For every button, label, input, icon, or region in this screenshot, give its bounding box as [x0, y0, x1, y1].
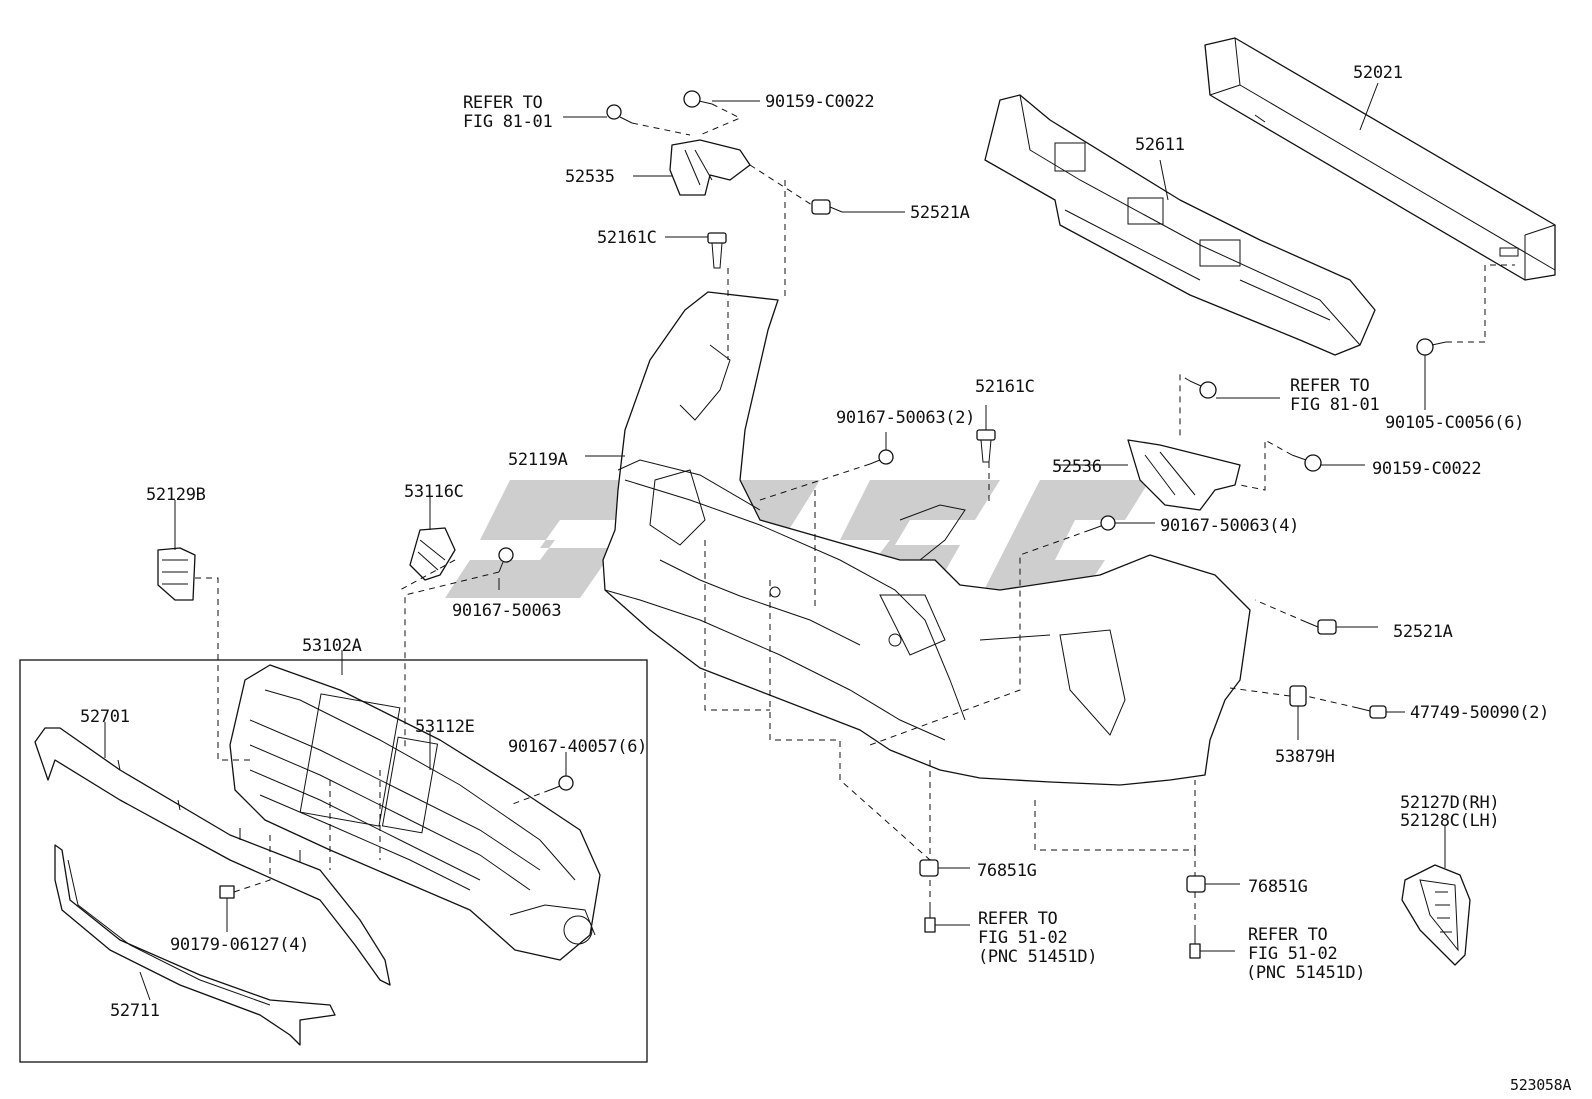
label-90105-c0056: 90105-C0056(6) [1385, 413, 1524, 433]
label-52128c: 52128C(LH) [1400, 811, 1499, 831]
label-52127d: 52127D(RH) [1400, 793, 1499, 813]
label-52701: 52701 [80, 707, 130, 727]
bumper-cover-52119A [602, 291, 1251, 786]
grille-molding-52701 [34, 727, 391, 986]
label-refer-fig-51-02-a-1: REFER TO [978, 909, 1058, 929]
energy-absorber-52611 [984, 94, 1376, 356]
assembly-lines [195, 103, 1515, 931]
label-53112e: 53112E [415, 717, 475, 737]
label-52535: 52535 [565, 167, 615, 187]
diagram-id: 523058A [1510, 1076, 1571, 1094]
label-52021: 52021 [1353, 63, 1403, 83]
label-47749-50090: 47749-50090(2) [1410, 703, 1549, 723]
label-52161c-left: 52161C [597, 228, 657, 248]
label-90167-50063-4: 90167-50063(4) [1160, 516, 1299, 536]
label-53116c: 53116C [404, 482, 464, 502]
label-52536: 52536 [1052, 457, 1102, 477]
label-76851g-right: 76851G [1248, 877, 1308, 897]
label-90167-50063: 90167-50063 [452, 601, 561, 621]
radiator-grille-53102A [229, 664, 601, 961]
bracket-52535 [669, 139, 751, 196]
label-90159-c0022-top: 90159-C0022 [765, 92, 874, 112]
label-53102a: 53102A [302, 636, 362, 656]
label-52129b: 52129B [146, 485, 206, 505]
label-52521a-top: 52521A [910, 203, 970, 223]
bumper-reinforcement-52021 [1204, 37, 1556, 281]
bracket-52129B [157, 547, 196, 601]
label-90167-50063-2: 90167-50063(2) [836, 408, 975, 428]
label-53879h: 53879H [1275, 747, 1335, 767]
bracket-52536 [1127, 439, 1241, 511]
label-52611: 52611 [1135, 135, 1185, 155]
label-90159-c0022-right: 90159-C0022 [1372, 459, 1481, 479]
label-52119a: 52119A [508, 450, 568, 470]
leader-lines [104, 82, 1446, 1001]
label-90179-06127: 90179-06127(4) [170, 935, 309, 955]
label-refer-fig-81-01-a-2: FIG 81-01 [463, 112, 552, 132]
label-76851g-left: 76851G [977, 861, 1037, 881]
bracket-53116C [409, 527, 456, 581]
label-refer-fig-51-02-a-3: (PNC 51451D) [978, 947, 1097, 967]
label-52521a-right: 52521A [1393, 622, 1453, 642]
label-refer-fig-81-01-b-2: FIG 81-01 [1290, 395, 1379, 415]
label-refer-fig-81-01-b-1: REFER TO [1290, 376, 1370, 396]
fasteners [219, 90, 1447, 959]
label-refer-fig-81-01-a-1: REFER TO [463, 93, 543, 113]
grille-molding-52711 [54, 844, 336, 1046]
label-refer-fig-51-02-b-2: FIG 51-02 [1248, 944, 1337, 964]
label-52161c-mid: 52161C [975, 377, 1035, 397]
label-90167-40057: 90167-40057(6) [508, 737, 647, 757]
part-labels: 52021 52611 REFER TO FIG 81-01 90159-C00… [80, 63, 1572, 1094]
label-refer-fig-51-02-b-3: (PNC 51451D) [1246, 963, 1365, 983]
label-refer-fig-51-02-a-2: FIG 51-02 [978, 928, 1067, 948]
label-52711: 52711 [110, 1001, 160, 1021]
fog-lamp-cover-52127D [1401, 864, 1471, 966]
label-refer-fig-51-02-b-1: REFER TO [1248, 925, 1328, 945]
grille-assembly-box [19, 659, 648, 1063]
